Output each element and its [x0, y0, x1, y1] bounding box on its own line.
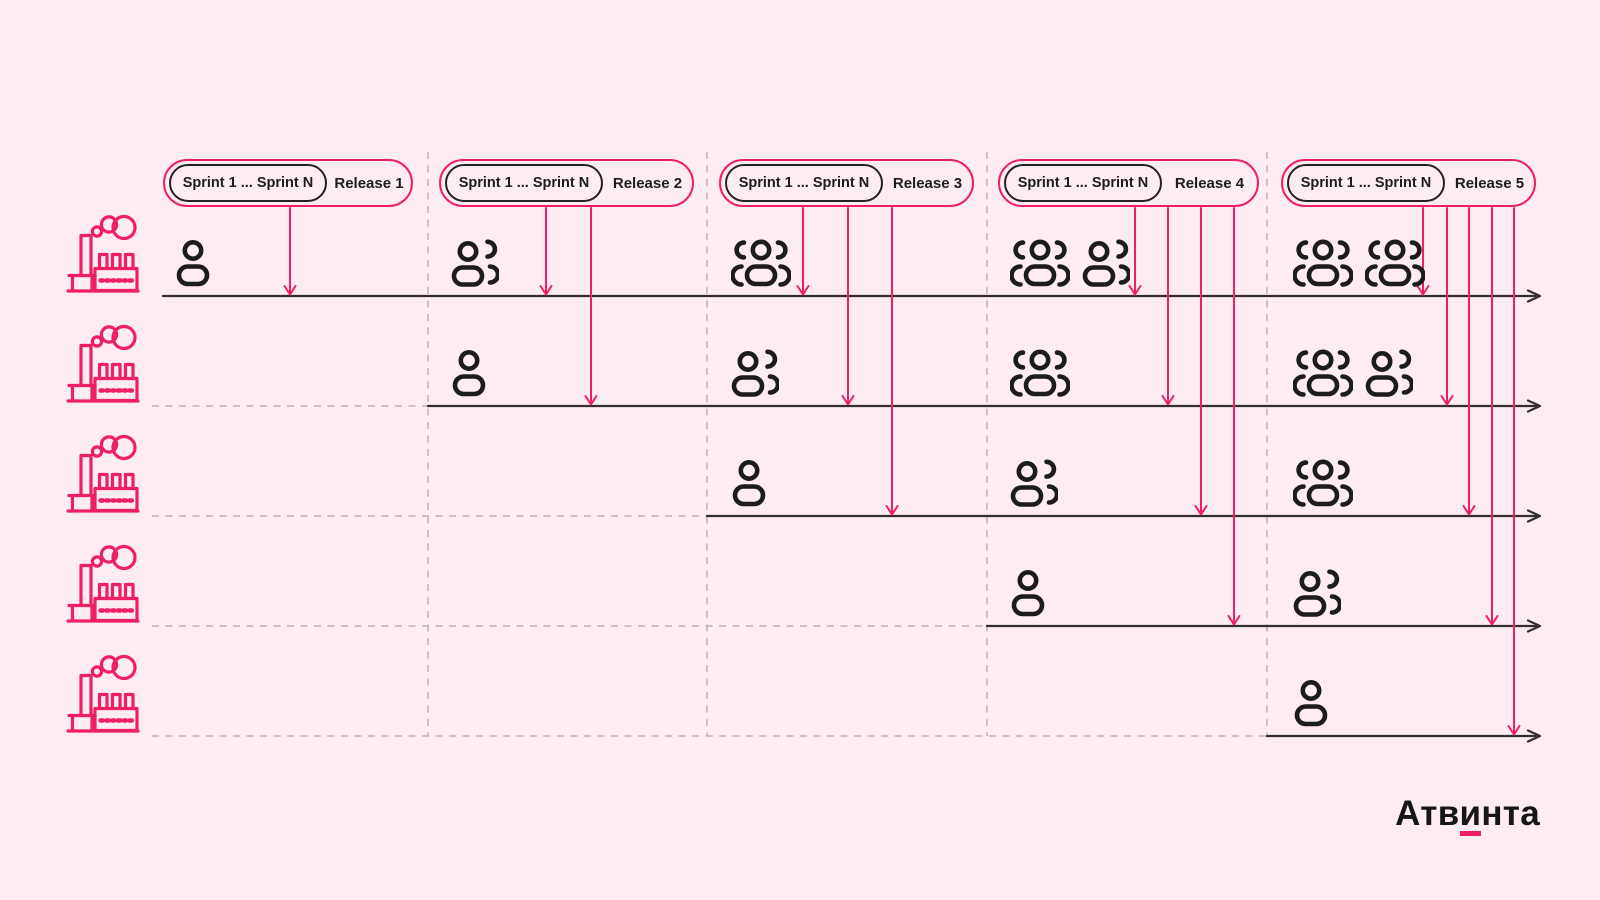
release-label: Release 5 — [1454, 174, 1525, 192]
sprint-range-label: Sprint 1 ... Sprint N — [182, 175, 314, 191]
release-arrowhead — [584, 395, 598, 406]
release-arrowhead — [539, 285, 553, 296]
sprint-range-label: Sprint 1 ... Sprint N — [1300, 175, 1432, 191]
timeline-row-1 — [161, 289, 1542, 303]
release-label: Release 4 — [1174, 174, 1245, 192]
release-label: Release 3 — [892, 174, 963, 192]
timeline-row-2 — [426, 399, 1542, 413]
team-icon-3-people — [1292, 239, 1354, 289]
release-header-pill-2: Sprint 1 ... Sprint N Release 2 — [439, 159, 694, 207]
timeline-row-5 — [1265, 729, 1542, 743]
team-icon-1-people — [731, 459, 767, 509]
release-arrowhead — [1128, 285, 1142, 296]
team-icon-2-people — [1082, 239, 1132, 289]
release-arrowhead — [1462, 505, 1476, 516]
factory-icon — [64, 324, 142, 404]
release-header-pill-5: Sprint 1 ... Sprint N Release 5 — [1281, 159, 1536, 207]
release-header-pill-3: Sprint 1 ... Sprint N Release 3 — [719, 159, 974, 207]
team-icon-2-people — [1365, 349, 1415, 399]
sprint-range-pill: Sprint 1 ... Sprint N — [1287, 164, 1445, 202]
release-arrowhead — [1227, 615, 1241, 626]
logo-underlined-letter: и — [1459, 796, 1482, 836]
factory-icon — [64, 654, 142, 734]
sprint-range-pill: Sprint 1 ... Sprint N — [1004, 164, 1162, 202]
team-icon-3-people — [730, 239, 792, 289]
factory-icon — [64, 544, 142, 624]
release-arrowhead — [885, 505, 899, 516]
release-arrows-col-1 — [283, 207, 297, 296]
team-icon-1-people — [1010, 569, 1046, 619]
sprint-range-pill: Sprint 1 ... Sprint N — [725, 164, 883, 202]
release-arrowhead — [283, 285, 297, 296]
grid-dashed-lines — [152, 152, 1268, 737]
factory-icon — [64, 214, 142, 294]
release-arrowhead — [1507, 725, 1521, 736]
team-icon-3-people — [1292, 349, 1354, 399]
release-arrowhead — [1440, 395, 1454, 406]
timeline-arrowhead — [1526, 509, 1542, 523]
brand-logo: Атвинта — [1395, 794, 1540, 836]
release-arrowhead — [796, 285, 810, 296]
release-arrowhead — [1416, 285, 1430, 296]
release-arrows-col-3 — [796, 207, 899, 516]
team-icon-1-people — [175, 239, 211, 289]
team-icon-2-people — [1010, 459, 1060, 509]
timeline-arrowhead — [1526, 729, 1542, 743]
team-icon-1-people — [1293, 679, 1329, 729]
timeline-row-4 — [985, 619, 1542, 633]
release-arrows-col-2 — [539, 207, 598, 406]
sprint-range-label: Sprint 1 ... Sprint N — [1017, 175, 1149, 191]
logo-text-left: Атв — [1395, 794, 1460, 833]
team-icon-3-people — [1364, 239, 1426, 289]
sprint-range-label: Sprint 1 ... Sprint N — [458, 175, 590, 191]
team-icon-1-people — [451, 349, 487, 399]
logo-text-right: нта — [1481, 794, 1540, 833]
release-label: Release 2 — [612, 174, 683, 192]
release-header-pill-1: Sprint 1 ... Sprint N Release 1 — [163, 159, 413, 207]
release-label: Release 1 — [334, 174, 404, 192]
timeline-arrowhead — [1526, 289, 1542, 303]
release-arrows-col-4 — [1128, 207, 1241, 626]
timeline-row-3 — [705, 509, 1542, 523]
release-arrowhead — [1194, 505, 1208, 516]
team-icon-3-people — [1009, 239, 1071, 289]
release-arrowhead — [841, 395, 855, 406]
sprint-range-pill: Sprint 1 ... Sprint N — [169, 164, 327, 202]
team-icon-2-people — [1293, 569, 1343, 619]
team-icon-3-people — [1292, 459, 1354, 509]
team-icon-2-people — [731, 349, 781, 399]
release-header-pill-4: Sprint 1 ... Sprint N Release 4 — [998, 159, 1259, 207]
sprint-range-pill: Sprint 1 ... Sprint N — [445, 164, 603, 202]
release-arrowhead — [1485, 615, 1499, 626]
release-arrowhead — [1161, 395, 1175, 406]
sprint-range-label: Sprint 1 ... Sprint N — [738, 175, 870, 191]
release-arrows-col-5 — [1416, 207, 1521, 736]
factory-icon — [64, 434, 142, 514]
timeline-arrowhead — [1526, 619, 1542, 633]
timeline-arrowhead — [1526, 399, 1542, 413]
team-icon-3-people — [1009, 349, 1071, 399]
team-icon-2-people — [451, 239, 501, 289]
